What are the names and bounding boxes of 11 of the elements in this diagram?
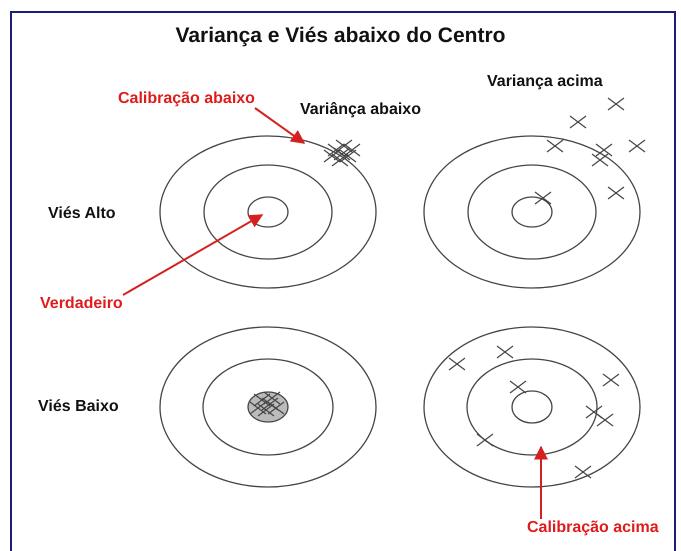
diagram-title: Variança e Viés abaixo do Centro — [174, 24, 506, 48]
target-label: Variânça abaixo — [300, 101, 421, 119]
callout-label: Calibração abaixo — [118, 90, 255, 108]
target-label: Viés Baixo — [38, 398, 119, 416]
leader-line — [254, 107, 306, 144]
target-label: Viés Alto — [48, 205, 116, 223]
callout-label: Calibração acima — [527, 519, 659, 537]
callout-label: Verdadeiro — [40, 295, 123, 313]
target-label: Variança acima — [487, 73, 603, 91]
leader-line — [534, 446, 548, 519]
leader-line — [122, 214, 264, 296]
